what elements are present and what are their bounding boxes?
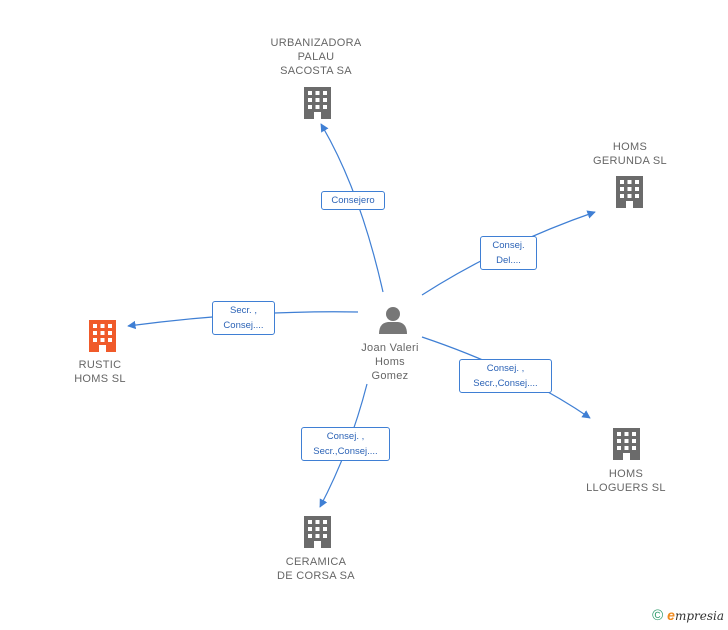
building-icon[interactable] (89, 320, 116, 352)
building-icon[interactable] (304, 516, 331, 548)
building-icon[interactable] (304, 87, 331, 119)
relation-label-lloguers[interactable]: Consej. , Secr.,Consej.... (459, 359, 552, 393)
relation-label-gerunda[interactable]: Consej. Del.... (480, 236, 537, 270)
relation-label-urbanizadora[interactable]: Consejero (321, 191, 385, 210)
copyright-footer: ©empresia (652, 607, 724, 624)
company-name-ceramica[interactable]: CERAMICA DE CORSA SA (277, 556, 355, 582)
company-name-lloguers[interactable]: HOMS LLOGUERS SL (586, 468, 666, 494)
building-icon[interactable] (616, 176, 643, 208)
relation-label-rustic[interactable]: Secr. , Consej.... (212, 301, 275, 335)
copyright-icon: © (652, 607, 664, 624)
relation-label-ceramica[interactable]: Consej. , Secr.,Consej.... (301, 427, 390, 461)
company-name-rustic[interactable]: RUSTIC HOMS SL (74, 359, 126, 385)
building-icon[interactable] (613, 428, 640, 460)
person-icon[interactable] (379, 307, 407, 334)
company-name-urbanizadora[interactable]: URBANIZADORA PALAU SACOSTA SA (270, 37, 362, 77)
brand-name: mpresia (674, 609, 724, 623)
company-name-gerunda[interactable]: HOMS GERUNDA SL (593, 141, 667, 167)
person-name[interactable]: Joan Valeri Homs Gomez (361, 342, 419, 382)
brand-logo-e: e (667, 607, 675, 623)
